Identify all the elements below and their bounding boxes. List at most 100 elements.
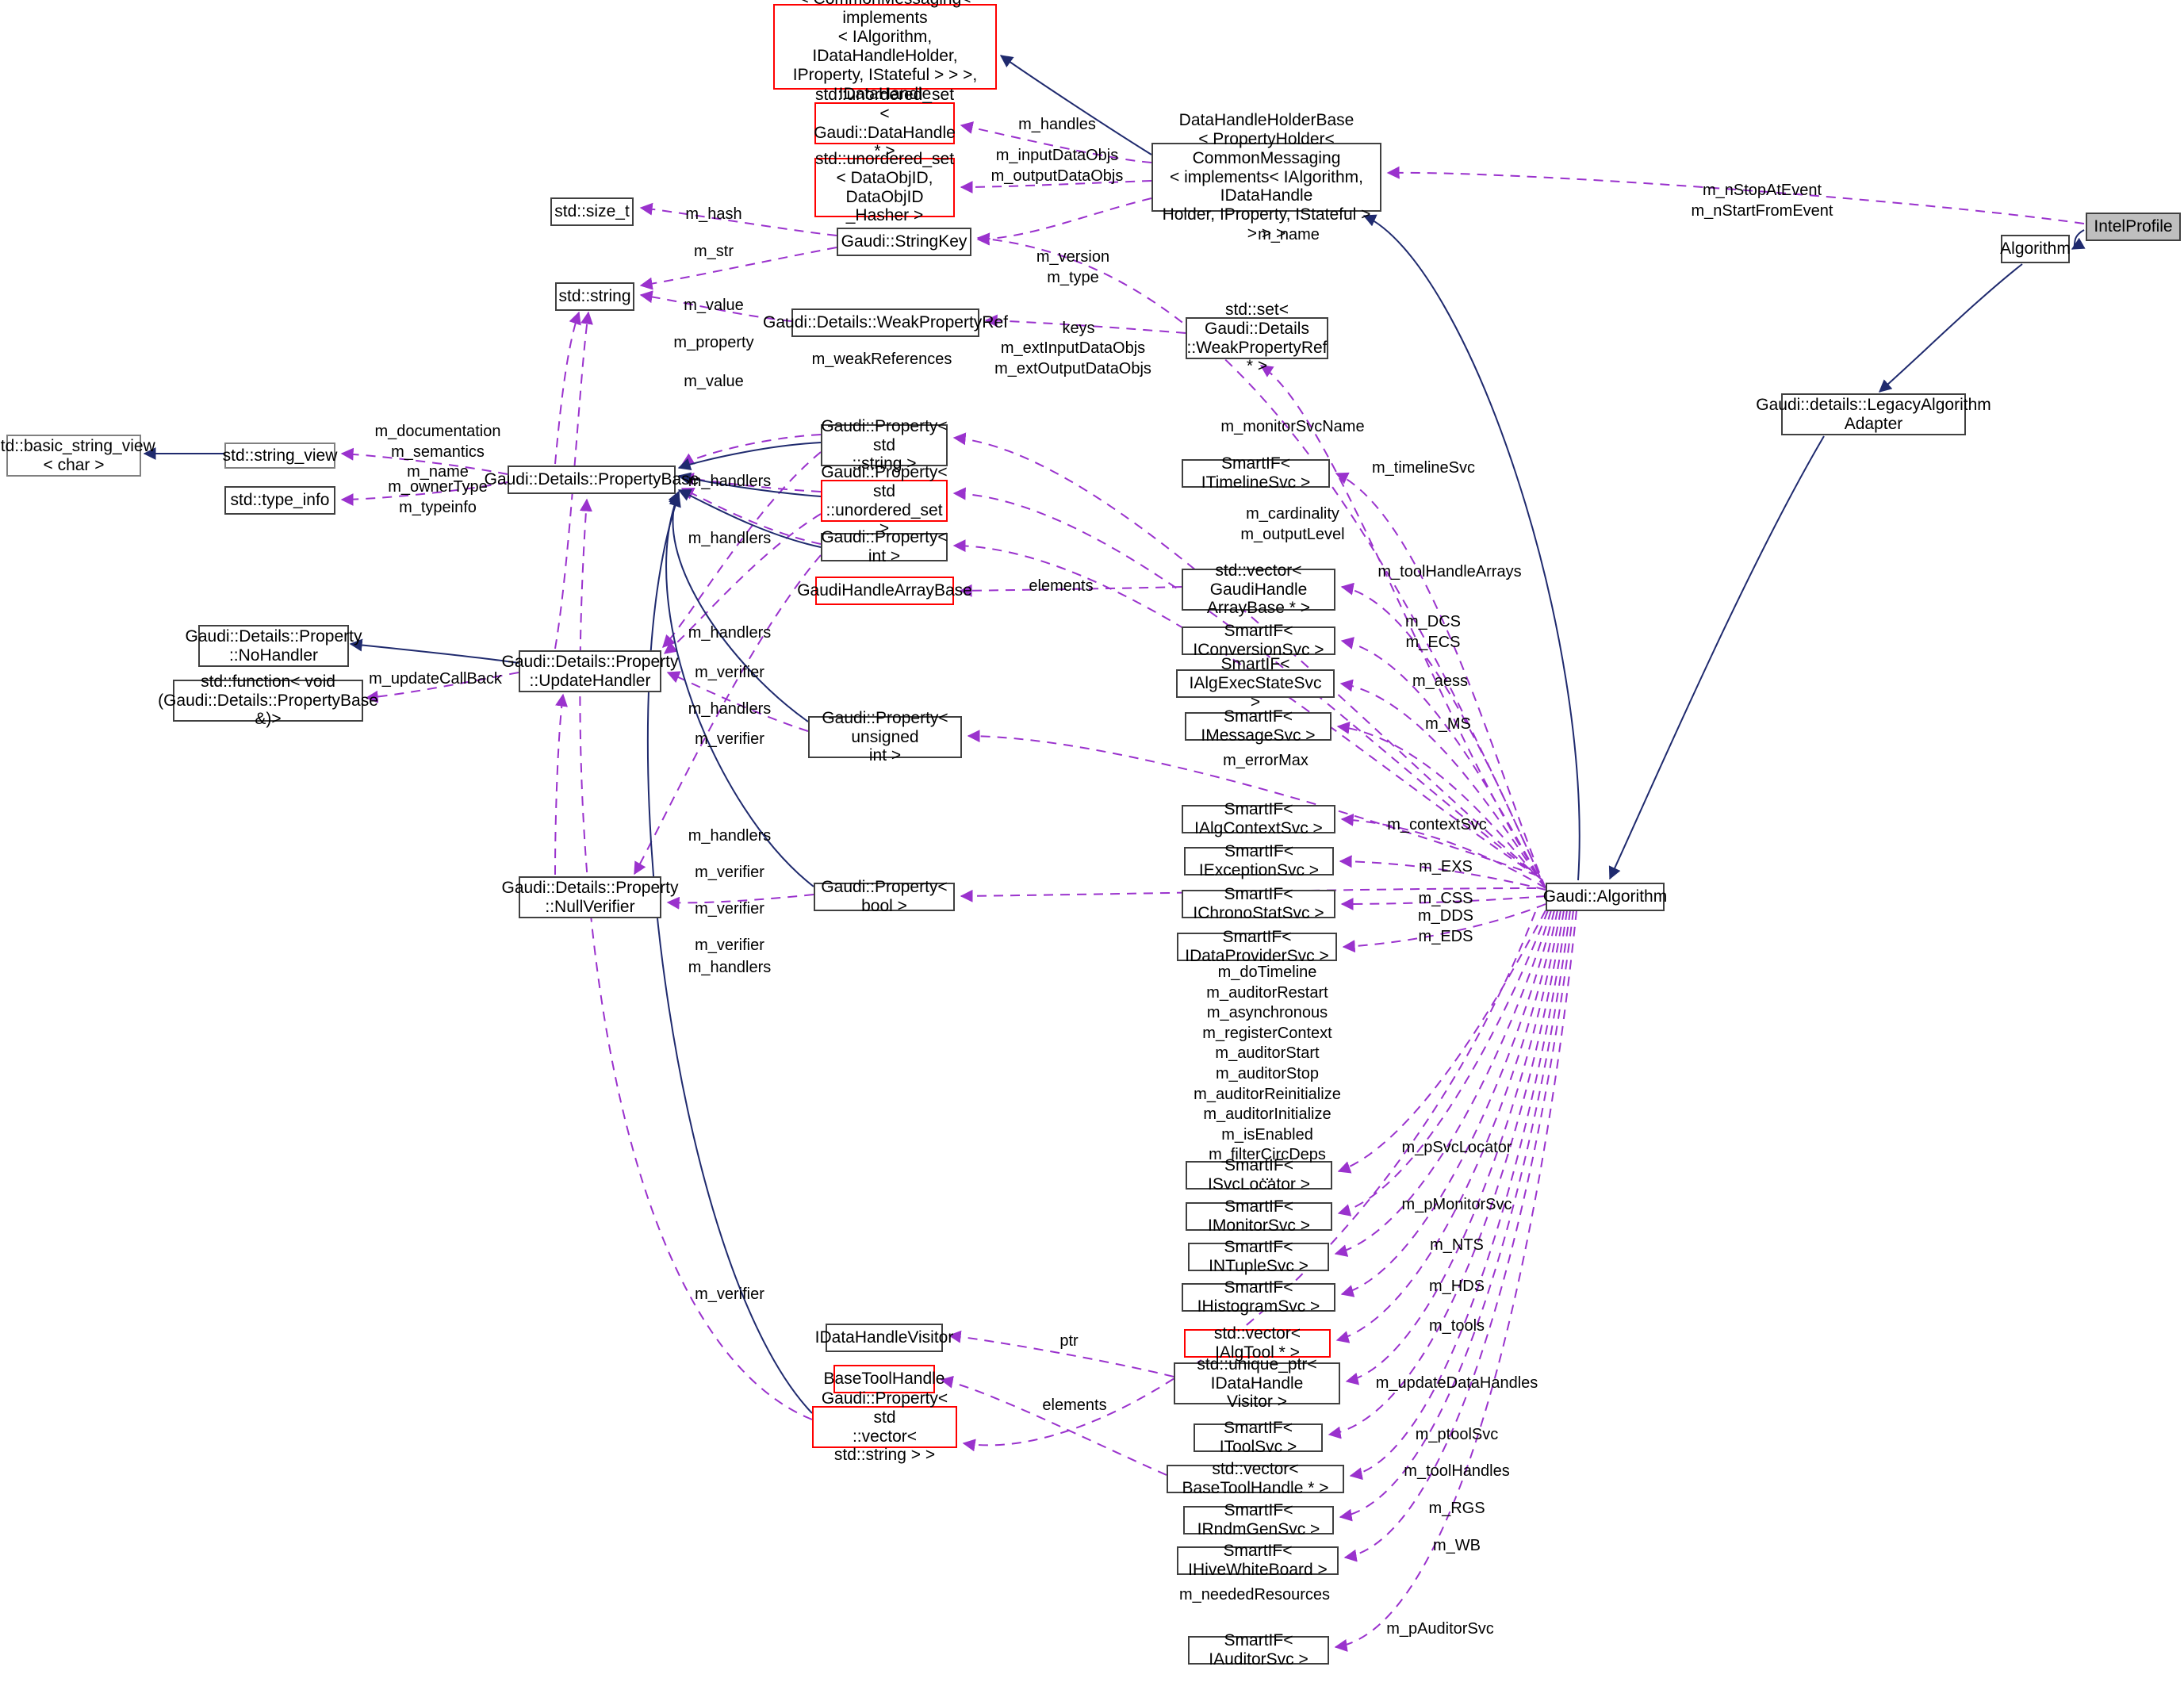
edge-label-m_verifier_4: m_verifier	[695, 900, 764, 918]
edge-datahandleholderbase-to-extends_holder	[999, 55, 1152, 155]
class-node-basetoolhandle[interactable]: BaseToolHandle	[824, 1365, 944, 1393]
class-node-weakpropertyref[interactable]: Gaudi::Details::WeakPropertyRef	[763, 308, 1008, 337]
edge-label-m_DCS: m_DCS m_ECS	[1404, 613, 1462, 651]
edge-algorithm_gaudi-to-smartif_itoolsvc	[1328, 910, 1565, 1439]
class-node-string_view[interactable]: std::string_view	[223, 443, 337, 469]
class-node-vector_basetoolhandle[interactable]: std::vector< BaseToolHandle * >	[1167, 1460, 1344, 1497]
inheritance-edges	[143, 55, 2086, 1414]
edge-property_string-to-propertybase	[677, 442, 822, 470]
edge-propertybase-to-string_view	[340, 447, 508, 475]
class-node-gaudihandlearraybase[interactable]: GaudiHandleArrayBase	[797, 577, 972, 605]
edge-label-m_handlers_5: m_handlers	[688, 827, 772, 845]
class-node-propertybase[interactable]: Gaudi::Details::PropertyBase	[485, 466, 699, 494]
class-node-smartif_isvclocator[interactable]: SmartIF< ISvcLocator >	[1186, 1156, 1332, 1193]
edge-algorithm_gaudi-to-smartif_itimelinesvc	[1335, 472, 1546, 889]
class-node-smartif_ichronostatsvc[interactable]: SmartIF< IChronoStatSvc >	[1182, 885, 1335, 922]
class-node-property_vector_string[interactable]: Gaudi::Property< std ::vector< std::stri…	[812, 1389, 957, 1464]
class-node-smartif_iexceptionsvc[interactable]: SmartIF< IExceptionSvc >	[1184, 842, 1334, 879]
edge-algorithm_gaudi-to-set_weakpropertyref	[1259, 365, 1538, 875]
edge-set_weakpropertyref-to-weakpropertyref	[984, 314, 1186, 334]
class-node-legacyalgorithmadapter[interactable]: Gaudi::details::LegacyAlgorithm Adapter	[1756, 393, 1991, 435]
class-node-property_unordered_set[interactable]: Gaudi::Property< std ::unordered_set >	[821, 462, 948, 538]
class-node-smartif_ihistogramsvc[interactable]: SmartIF< IHistogramSvc >	[1182, 1278, 1335, 1316]
edge-algorithm_gaudi-to-smartif_irndmgensvc	[1339, 910, 1571, 1522]
edge-label-m_toolHandles: m_toolHandles	[1404, 1462, 1510, 1480]
class-node-algorithm[interactable]: Algorithm	[2000, 235, 2071, 263]
edge-label-m_nStopAtEvent: m_nStopAtEvent m_nStartFromEvent	[1691, 182, 1833, 220]
class-node-property_updatehandler[interactable]: Gaudi::Details::Property ::UpdateHandler	[502, 650, 678, 692]
edge-vector_basetoolhandle-to-basetoolhandle	[940, 1375, 1167, 1476]
edge-algorithm_gaudi-to-vector_basetoolhandle	[1349, 910, 1568, 1481]
edge-label-m_handlers_6: m_handlers	[688, 959, 772, 976]
class-node-function_void_propertybase[interactable]: std::function< void (Gaudi::Details::Pro…	[158, 672, 378, 729]
edge-label-m_verifier_2: m_verifier	[695, 730, 764, 748]
edge-datahandleholderbase-to-unordered_set_datahandle	[960, 121, 1152, 163]
class-node-intelprofile[interactable]: IntelProfile	[2086, 213, 2181, 241]
class-node-unordered_set_datahandle[interactable]: std::unordered_set < Gaudi::DataHandle *…	[814, 85, 956, 161]
edge-algorithm_gaudi-to-vector_gaudihandlearraybase	[1340, 582, 1546, 889]
edge-property_nullverifier-to-property_updatehandler	[554, 693, 568, 875]
class-node-property_nohandler[interactable]: Gaudi::Details::Property ::NoHandler	[186, 625, 362, 667]
edge-propertybase-to-type_info	[340, 481, 508, 506]
edge-property_unsigned_int-to-propertybase	[668, 490, 809, 722]
class-node-smartif_idataprovidersvc[interactable]: SmartIF< IDataProviderSvc >	[1177, 928, 1337, 965]
class-node-size_t[interactable]: std::size_t	[550, 197, 634, 226]
edge-algorithm_gaudi-to-smartif_iconversionsvc	[1340, 637, 1546, 889]
edge-property_int-to-property_nullverifier	[634, 554, 822, 875]
class-node-vector_ialgtool[interactable]: std::vector< IAlgTool * >	[1184, 1324, 1331, 1362]
class-node-smartif_intuplesvc[interactable]: SmartIF< INTupleSvc >	[1188, 1238, 1329, 1275]
class-node-algorithm_gaudi[interactable]: Gaudi::Algorithm	[1543, 883, 1667, 911]
class-node-smartif_ialgcontextsvc[interactable]: SmartIF< IAlgContextSvc >	[1182, 800, 1335, 837]
class-node-smartif_irndmgensvc[interactable]: SmartIF< IRndmGenSvc >	[1183, 1501, 1334, 1538]
edge-vector_gaudihandlearraybase-to-gaudihandlearraybase	[959, 584, 1182, 597]
edge-label-m_aess: m_aess	[1412, 672, 1469, 690]
edge-algorithm_gaudi-to-smartif_ialgcontextsvc	[1340, 813, 1546, 889]
class-node-vector_gaudihandlearraybase[interactable]: std::vector< GaudiHandle ArrayBase * >	[1182, 561, 1335, 617]
edge-algorithm_gaudi-to-smartif_ihistogramsvc	[1340, 910, 1555, 1297]
edge-property_updatehandler-to-property_nohandler	[349, 638, 519, 664]
edge-label-m_HDS: m_HDS	[1428, 1278, 1485, 1295]
class-node-type_info[interactable]: std::type_info	[224, 486, 335, 515]
edge-label-m_timelineSvc: m_timelineSvc	[1371, 459, 1476, 477]
edge-property_vector_string-to-propertybase	[579, 498, 813, 1420]
edge-algorithm_gaudi-to-smartif_ichronostatsvc	[1340, 895, 1546, 910]
class-node-smartif_imessagesvc[interactable]: SmartIF< IMessageSvc >	[1185, 707, 1331, 745]
class-node-smartif_ialgexecstatesvc[interactable]: SmartIF< IAlgExecStateSvc >	[1176, 655, 1335, 711]
class-node-string[interactable]: std::string	[555, 282, 634, 311]
class-node-idatahandlevisitor[interactable]: IDataHandleVisitor	[815, 1324, 953, 1352]
edge-label-m_handles: m_handles	[1018, 116, 1096, 133]
edge-algorithm_gaudi-to-smartif_ihivewhiteboard	[1343, 910, 1574, 1562]
class-node-set_weakpropertyref[interactable]: std::set< Gaudi::Details ::WeakPropertyR…	[1186, 300, 1328, 376]
class-node-basic_string_view[interactable]: std::basic_string_view < char >	[0, 435, 155, 477]
edge-algorithm_gaudi-to-smartif_ialgexecstatesvc	[1339, 679, 1546, 889]
class-node-property_unsigned_int[interactable]: Gaudi::Property< unsigned int >	[808, 709, 962, 764]
class-node-stringkey[interactable]: Gaudi::StringKey	[837, 228, 971, 256]
edge-label-m_handlers_4: m_handlers	[688, 700, 772, 718]
class-node-property_bool[interactable]: Gaudi::Property< bool >	[814, 878, 955, 915]
class-node-unordered_set_dataobjid[interactable]: std::unordered_set < DataObjID, DataObjI…	[814, 149, 955, 225]
class-node-property_string[interactable]: Gaudi::Property< std ::string >	[821, 416, 948, 473]
class-node-smartif_iauditorsvc[interactable]: SmartIF< IAuditorSvc >	[1188, 1631, 1329, 1669]
edge-algorithm_gaudi-to-smartif_imessagesvc	[1336, 721, 1546, 889]
class-node-smartif_ihivewhiteboard[interactable]: SmartIF< IHiveWhiteBoard >	[1177, 1542, 1339, 1579]
class-node-smartif_iconversionsvc[interactable]: SmartIF< IConversionSvc >	[1182, 622, 1335, 659]
class-node-smartif_itoolsvc[interactable]: SmartIF< IToolSvc >	[1194, 1419, 1323, 1456]
class-node-smartif_itimelinesvc[interactable]: SmartIF< ITimelineSvc >	[1182, 454, 1330, 492]
class-node-extends_holder[interactable]: extends< PropertyHolder < CommonMessagin…	[773, 0, 997, 122]
edge-label-m_RGS: m_RGS	[1428, 1500, 1485, 1517]
class-node-smartif_imonitorsvc[interactable]: SmartIF< IMonitorSvc >	[1186, 1197, 1332, 1235]
class-node-property_nullverifier[interactable]: Gaudi::Details::Property ::NullVerifier	[502, 876, 678, 918]
edge-label-m_weakReferences: m_weakReferences	[811, 351, 952, 368]
edge-datahandleholderbase-to-stringkey	[976, 197, 1152, 246]
edge-label-m_WB: m_WB	[1433, 1537, 1481, 1554]
class-node-property_int[interactable]: Gaudi::Property< int >	[821, 528, 948, 565]
class-node-unique_ptr_idatahandlevisitor[interactable]: std::unique_ptr< IDataHandle Visitor >	[1174, 1355, 1340, 1411]
edge-algorithm_gaudi-to-smartif_iauditorsvc	[1334, 910, 1577, 1652]
edge-label-keys: keys	[1062, 320, 1095, 337]
edge-label-m_documentation: m_documentation m_semantics m_name	[374, 423, 501, 481]
edge-stringkey-to-size_t	[639, 202, 837, 236]
edge-label-m_pAuditorSvc: m_pAuditorSvc	[1386, 1620, 1494, 1638]
class-node-datahandleholderbase[interactable]: DataHandleHolderBase < PropertyHolder< C…	[1151, 111, 1381, 243]
edge-datahandleholderbase-to-unordered_set_dataobjid	[960, 180, 1152, 193]
edge-label-m_verifier_1: m_verifier	[695, 664, 764, 681]
